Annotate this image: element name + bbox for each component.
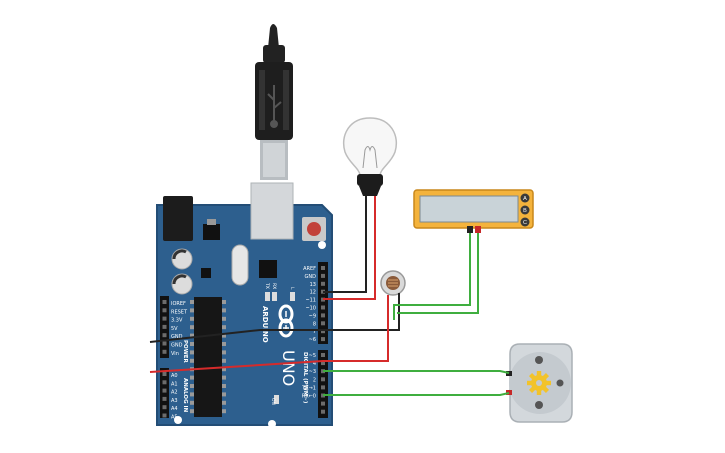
reset-button[interactable] <box>302 217 326 241</box>
digital-pin-label: 4 <box>313 361 316 367</box>
digital-pin-label: 13 <box>310 282 316 288</box>
power-pin-label: IOREF <box>171 301 186 307</box>
power-pin-label: 3.3V <box>171 318 183 324</box>
meter-terminal-label: A <box>523 196 527 202</box>
wires <box>149 196 510 396</box>
power-pin-label: 5V <box>171 326 178 332</box>
meter-terminal[interactable] <box>520 217 530 227</box>
digital-pin-label: 8 <box>313 321 316 327</box>
meter-terminal-label: B <box>523 208 527 214</box>
analog-pin-label: A0 <box>171 373 178 379</box>
meter-terminal[interactable] <box>520 205 530 215</box>
digital-header-bottom <box>318 350 328 418</box>
gear-icon <box>527 371 551 395</box>
photoresistor[interactable] <box>380 270 406 296</box>
digital-pin-label: RX←0 <box>302 394 316 400</box>
digital-pin-label: GND <box>305 274 317 280</box>
dc-motor[interactable] <box>506 343 573 423</box>
led-tx <box>265 292 270 301</box>
digital-pin-label: AREF <box>303 266 316 272</box>
power-pin-label: RESET <box>171 309 188 315</box>
analog-header <box>160 368 169 418</box>
led-l <box>290 292 295 301</box>
atmega-chip <box>194 297 222 417</box>
digital-header-top <box>318 262 328 344</box>
power-label: POWER <box>182 340 188 364</box>
l-label: L <box>289 287 295 290</box>
usb-cable <box>255 24 293 180</box>
wire-motor-green-2 <box>323 392 510 396</box>
tx-label: TX <box>264 282 270 289</box>
analog-pin-label: A2 <box>171 390 178 396</box>
wire-meter-green-2 <box>397 228 479 314</box>
usb-port <box>250 182 294 240</box>
dc-barrel-jack <box>163 196 193 241</box>
arduino-logo <box>278 304 294 338</box>
meter-terminal-label: C <box>523 220 527 226</box>
analog-label: ANALOG IN <box>182 378 188 413</box>
capacitor <box>171 273 193 295</box>
digital-pin-label: 7 <box>313 329 316 335</box>
brand-label: ARDUINO <box>261 306 269 343</box>
power-pin-label: GND <box>171 343 183 349</box>
wire-sensor-5v-red <box>149 295 389 373</box>
meter-terminal[interactable] <box>520 193 530 203</box>
digital-pin-label: ~5 <box>309 353 316 359</box>
wire-bulb-red <box>323 196 376 300</box>
multimeter[interactable]: ABC <box>413 189 534 229</box>
on-label: ON <box>270 398 276 405</box>
capacitor <box>171 248 193 270</box>
analog-pin-label: A1 <box>171 381 178 387</box>
wire-sensor-gnd-black <box>149 293 400 343</box>
digital-label: DIGITAL (PWM~) <box>302 352 308 404</box>
digital-pin-label: ~10 <box>305 306 316 312</box>
analog-pin-label: A4 <box>171 406 178 412</box>
crystal-oscillator <box>231 244 249 286</box>
model-label: UNO <box>279 350 298 386</box>
digital-pin-label: ~3 <box>309 369 316 375</box>
power-pin-label: GND <box>171 334 183 340</box>
power-pin-label: Vin <box>171 351 179 357</box>
digital-pin-label: TX→1 <box>301 385 316 391</box>
light-bulb[interactable] <box>343 117 397 196</box>
wire-meter-green-1 <box>393 228 471 320</box>
meter-screen <box>419 195 519 223</box>
digital-pin-label: 12 <box>310 290 316 296</box>
wire-motor-green-1 <box>323 370 510 374</box>
digital-pin-label: ~6 <box>309 337 316 343</box>
digital-pin-label: ~11 <box>305 298 316 304</box>
led-rx <box>272 292 277 301</box>
usb-chip <box>259 260 277 278</box>
arduino-board: ARDUINO UNO POWER ANALOG IN DIGITAL (PWM… <box>156 182 333 428</box>
wire-analog-green <box>323 379 500 391</box>
digital-pin-label: ~9 <box>309 313 316 319</box>
analog-pin-label: A3 <box>171 398 178 404</box>
digital-pin-label: 2 <box>313 377 316 383</box>
usb-icon <box>267 85 282 128</box>
analog-pin-label: A5 <box>171 415 178 421</box>
wire-bulb-black <box>323 196 367 293</box>
rx-label: RX <box>271 283 277 289</box>
voltage-regulator <box>203 224 220 240</box>
led-on <box>274 395 279 404</box>
